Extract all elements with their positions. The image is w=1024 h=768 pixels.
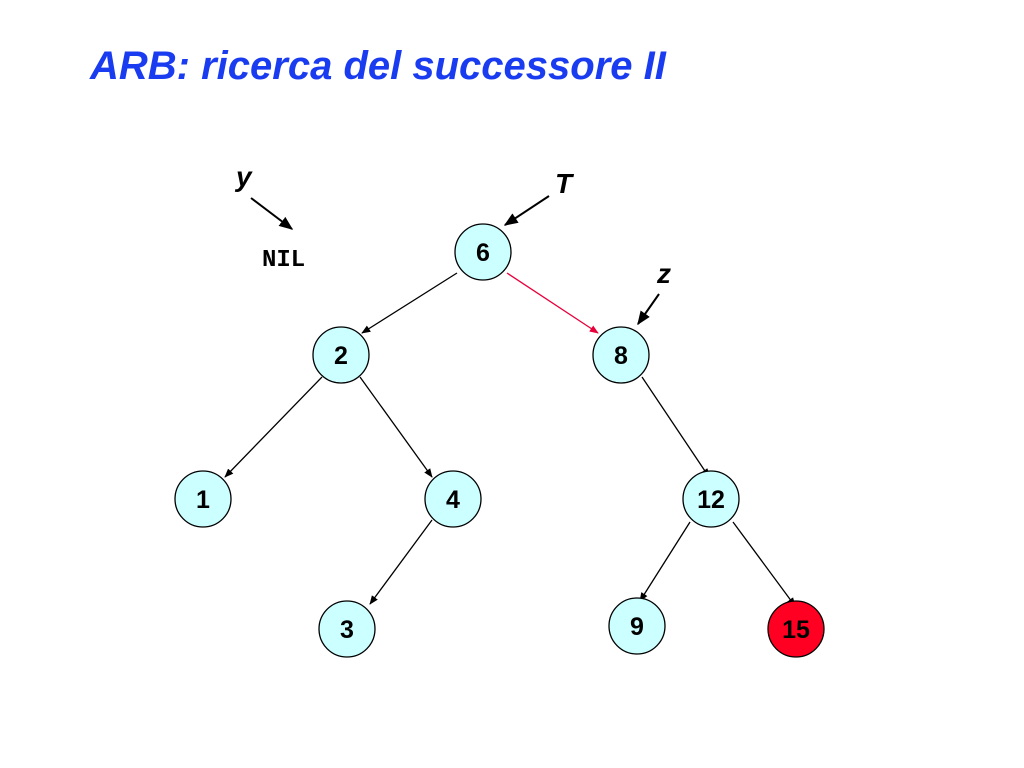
tree-node-1: 1 [174,470,232,528]
tree-node-15: 15 [767,600,825,658]
edge-2-4 [359,376,433,478]
node-label: 15 [782,616,810,644]
edge-6-8 [506,272,599,334]
edge-12-15 [732,521,796,607]
tree-node-4: 4 [424,470,482,528]
node-label: 1 [196,486,210,514]
tree-node-8: 8 [592,326,650,384]
tree-node-12: 12 [682,470,740,528]
node-label: 9 [630,613,644,641]
pointer-z-label: z [656,258,671,289]
node-label: 4 [446,486,460,514]
pointer-t-arrow [503,195,550,226]
node-label: 3 [340,616,354,644]
tree-node-2: 2 [312,326,370,384]
node-label: 12 [697,486,725,514]
edge-2-1 [224,376,323,478]
edge-4-3 [369,519,433,605]
edge-6-2 [361,272,458,334]
node-label: 6 [476,239,490,267]
pointer-y-arrow [250,197,294,230]
node-label: 8 [614,342,628,370]
tree-node-9: 9 [608,597,666,655]
tree-node-3: 3 [318,600,376,658]
pointer-y-label: y [234,161,253,192]
edge-12-9 [639,521,691,602]
pointer-t-label: T [555,168,575,199]
nil-label: NIL [262,247,305,274]
node-label: 2 [334,342,348,370]
tree-node-6: 6 [454,223,512,281]
edge-8-12 [641,376,710,478]
slide-title: ARB: ricerca del successore II [90,44,666,88]
pointer-z-arrow [637,293,660,326]
